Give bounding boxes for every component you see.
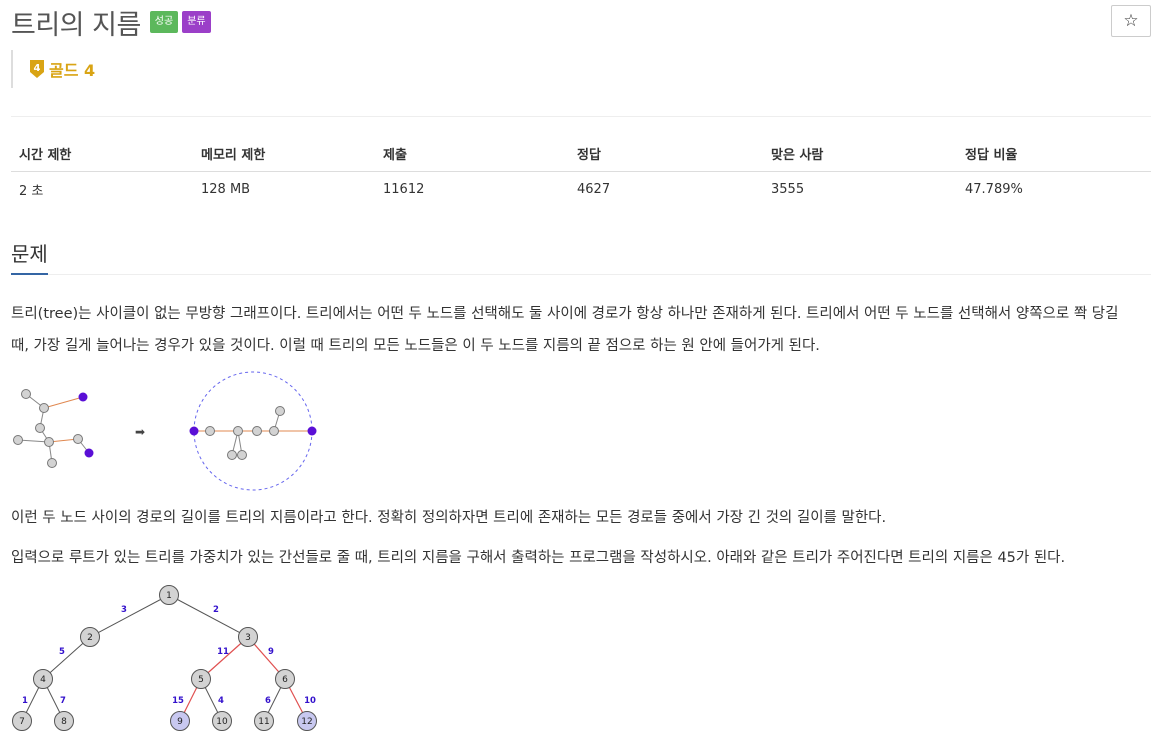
svg-text:15: 15: [172, 696, 184, 706]
header-submissions: 제출: [375, 136, 569, 172]
figure1-left-nodes: [13, 389, 83, 468]
problem-paragraph-1: 트리(tree)는 사이클이 없는 무방향 그래프이다. 트리에서는 어떤 두 …: [11, 298, 1151, 362]
value-solvers: 3555: [771, 181, 805, 197]
endpoint-node: [84, 448, 94, 458]
success-badge[interactable]: 성공: [149, 11, 179, 33]
header-solvers: 맞은 사람: [763, 136, 957, 172]
svg-text:4: 4: [218, 696, 224, 706]
svg-text:6: 6: [265, 696, 271, 706]
tier-label[interactable]: 골드 4: [49, 61, 96, 80]
header-time-limit: 시간 제한: [11, 136, 193, 172]
header-memory-limit: 메모리 제한: [193, 136, 375, 172]
svg-text:9: 9: [177, 717, 183, 727]
section-title: 문제: [11, 238, 48, 275]
problem-section-header: 문제: [11, 238, 1151, 275]
tier-block: 4 골드 4: [11, 50, 95, 88]
svg-text:11: 11: [217, 647, 229, 657]
figure2-nodes: [12, 585, 317, 731]
paragraph-1-line-2: 때, 가장 길게 늘어나는 경우가 있을 것이다. 이럴 때 트리의 모든 노드…: [11, 338, 820, 354]
arrow-icon: ➡: [135, 425, 145, 439]
problem-paragraph-3: 입력으로 루트가 있는 트리를 가중치가 있는 간선들로 줄 때, 트리의 지름…: [11, 550, 1066, 566]
svg-text:5: 5: [59, 647, 65, 657]
value-accepted: 4627: [577, 181, 611, 197]
star-icon: ☆: [1123, 11, 1139, 30]
problem-paragraph-2: 이런 두 노드 사이의 경로의 길이를 트리의 지름이라고 한다. 정확히 정의…: [11, 510, 887, 526]
endpoint-node: [78, 392, 88, 402]
problem-info-table: 시간 제한 메모리 제한 제출 정답 맞은 사람 정답 비율 2 초 128 M…: [11, 136, 1151, 207]
header-ratio: 정답 비율: [957, 136, 1151, 172]
table-header-row: 시간 제한 메모리 제한 제출 정답 맞은 사람 정답 비율: [11, 136, 1151, 172]
svg-text:4: 4: [40, 675, 46, 685]
svg-text:2: 2: [213, 605, 219, 615]
svg-text:2: 2: [87, 633, 93, 643]
svg-text:10: 10: [304, 696, 316, 706]
svg-text:8: 8: [61, 717, 67, 727]
value-memory-limit: 128 MB: [201, 181, 251, 197]
classify-badge[interactable]: 분류: [182, 11, 211, 33]
tier-shield-icon: 4: [30, 60, 44, 78]
tier-number: 4: [34, 63, 41, 74]
svg-text:9: 9: [268, 647, 274, 657]
title-row: 트리의 지름 성공 분류: [11, 4, 211, 41]
svg-text:3: 3: [121, 605, 127, 615]
figure1-left-tree: [17, 393, 90, 464]
figure2-weights: 3 2 5 11 9 1 7 15 4 6 10: [22, 605, 316, 706]
svg-text:3: 3: [245, 633, 251, 643]
figure2-node-labels: 1 2 3 4 5 6 7 8 9 10 11 12: [19, 591, 313, 727]
svg-text:5: 5: [198, 675, 204, 685]
svg-text:7: 7: [60, 696, 66, 706]
svg-text:11: 11: [258, 717, 269, 727]
paragraph-1-line-1: 트리(tree)는 사이클이 없는 무방향 그래프이다. 트리에서는 어떤 두 …: [11, 306, 1119, 322]
value-time-limit: 2 초: [19, 183, 44, 199]
table-row: 2 초 128 MB 11612 4627 3555 47.789%: [11, 171, 1151, 207]
header-accepted: 정답: [569, 136, 763, 172]
figure1-right-nodes: [205, 406, 285, 460]
problem-title: 트리의 지름: [11, 9, 141, 41]
weighted-tree-diagram: 3 2 5 11 9 1 7 15 4 6 10 1 2 3 4 5 6 7 8…: [12, 585, 317, 731]
svg-text:1: 1: [166, 591, 172, 601]
value-ratio: 47.789%: [965, 181, 1023, 197]
svg-text:1: 1: [22, 696, 28, 706]
endpoint-node: [189, 426, 199, 436]
svg-text:10: 10: [216, 717, 228, 727]
svg-text:12: 12: [301, 717, 312, 727]
divider: [11, 116, 1151, 117]
endpoint-node: [307, 426, 317, 436]
svg-text:6: 6: [282, 675, 288, 685]
value-submissions: 11612: [383, 181, 425, 197]
svg-text:7: 7: [19, 717, 25, 727]
favorite-star-button[interactable]: ☆: [1111, 5, 1151, 37]
tree-stretch-diagram: ➡: [13, 371, 317, 491]
